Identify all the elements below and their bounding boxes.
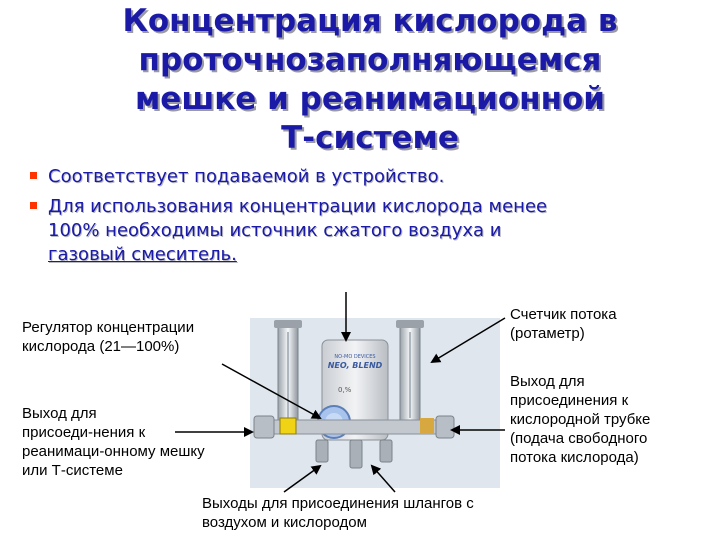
bag-outlet-label-line-4: или Т-системе	[22, 461, 205, 480]
flow-meter-label-line-1: Счетчик потока	[510, 305, 617, 324]
tube-outlet-label-line-2: присоединения к	[510, 391, 650, 410]
regulator-label-line-2: кислорода (21—100%)	[22, 337, 194, 356]
title-line-2: проточнозаполняющемся	[60, 41, 680, 80]
slide-title: Концентрация кислорода в проточнозаполня…	[60, 2, 680, 158]
bullet-text-2b: 100% необходимы источник сжатого воздуха…	[48, 219, 680, 243]
bag-outlet-label-line-2: присоеди-нения к	[22, 423, 205, 442]
regulator-label-line-1: Регулятор концентрации	[22, 318, 194, 337]
title-line-1: Концентрация кислорода в	[60, 2, 680, 41]
tube-outlet-label-line-3: кислородной трубке	[510, 410, 650, 429]
flow-meter-label: Счетчик потока (ротаметр)	[510, 305, 617, 343]
tube-outlet-label-line-5: потока кислорода)	[510, 448, 650, 467]
bullet-list: Соответствует подаваемой в устройство. Д…	[30, 165, 680, 273]
bullet-square-icon	[30, 202, 37, 209]
title-line-4: Т-системе	[60, 119, 680, 158]
dial-scale-text: 0,%	[338, 386, 352, 394]
title-line-3: мешке и реанимационной	[60, 80, 680, 119]
bag-outlet-label: Выход для присоеди-нения к реанимаци-онн…	[22, 404, 205, 480]
hose-inlets-label: Выходы для присоединения шлангов с возду…	[202, 494, 474, 532]
tube-outlet-label: Выход для присоединения к кислородной тр…	[510, 372, 650, 467]
bullet-text-1: Соответствует подаваемой в устройство.	[48, 166, 444, 187]
device-maker-text: NO-MO DEVICES	[334, 354, 375, 360]
hose-inlets-label-line-1: Выходы для присоединения шлангов с	[202, 494, 474, 513]
tube-outlet-label-line-1: Выход для	[510, 372, 650, 391]
bag-outlet-label-line-1: Выход для	[22, 404, 205, 423]
oxygen-blender-photo: NO-MO DEVICES NEO, BLEND 0,%	[250, 318, 500, 488]
bullet-text-2a: Для использования концентрации кислорода…	[48, 195, 680, 219]
bullet-item-1: Соответствует подаваемой в устройство.	[30, 165, 680, 189]
bag-outlet-label-line-3: реанимаци-онному мешку	[22, 442, 205, 461]
gas-blender-link[interactable]: газовый смеситель.	[48, 244, 237, 265]
tube-outlet-label-line-4: (подача свободного	[510, 429, 650, 448]
hose-inlets-label-line-2: воздухом и кислородом	[202, 513, 474, 532]
bullet-item-2: Для использования концентрации кислорода…	[30, 195, 680, 267]
regulator-label: Регулятор концентрации кислорода (21—100…	[22, 318, 194, 356]
flow-meter-label-line-2: (ротаметр)	[510, 324, 617, 343]
bullet-square-icon	[30, 172, 37, 179]
device-brand-text: NEO, BLEND	[328, 361, 383, 370]
